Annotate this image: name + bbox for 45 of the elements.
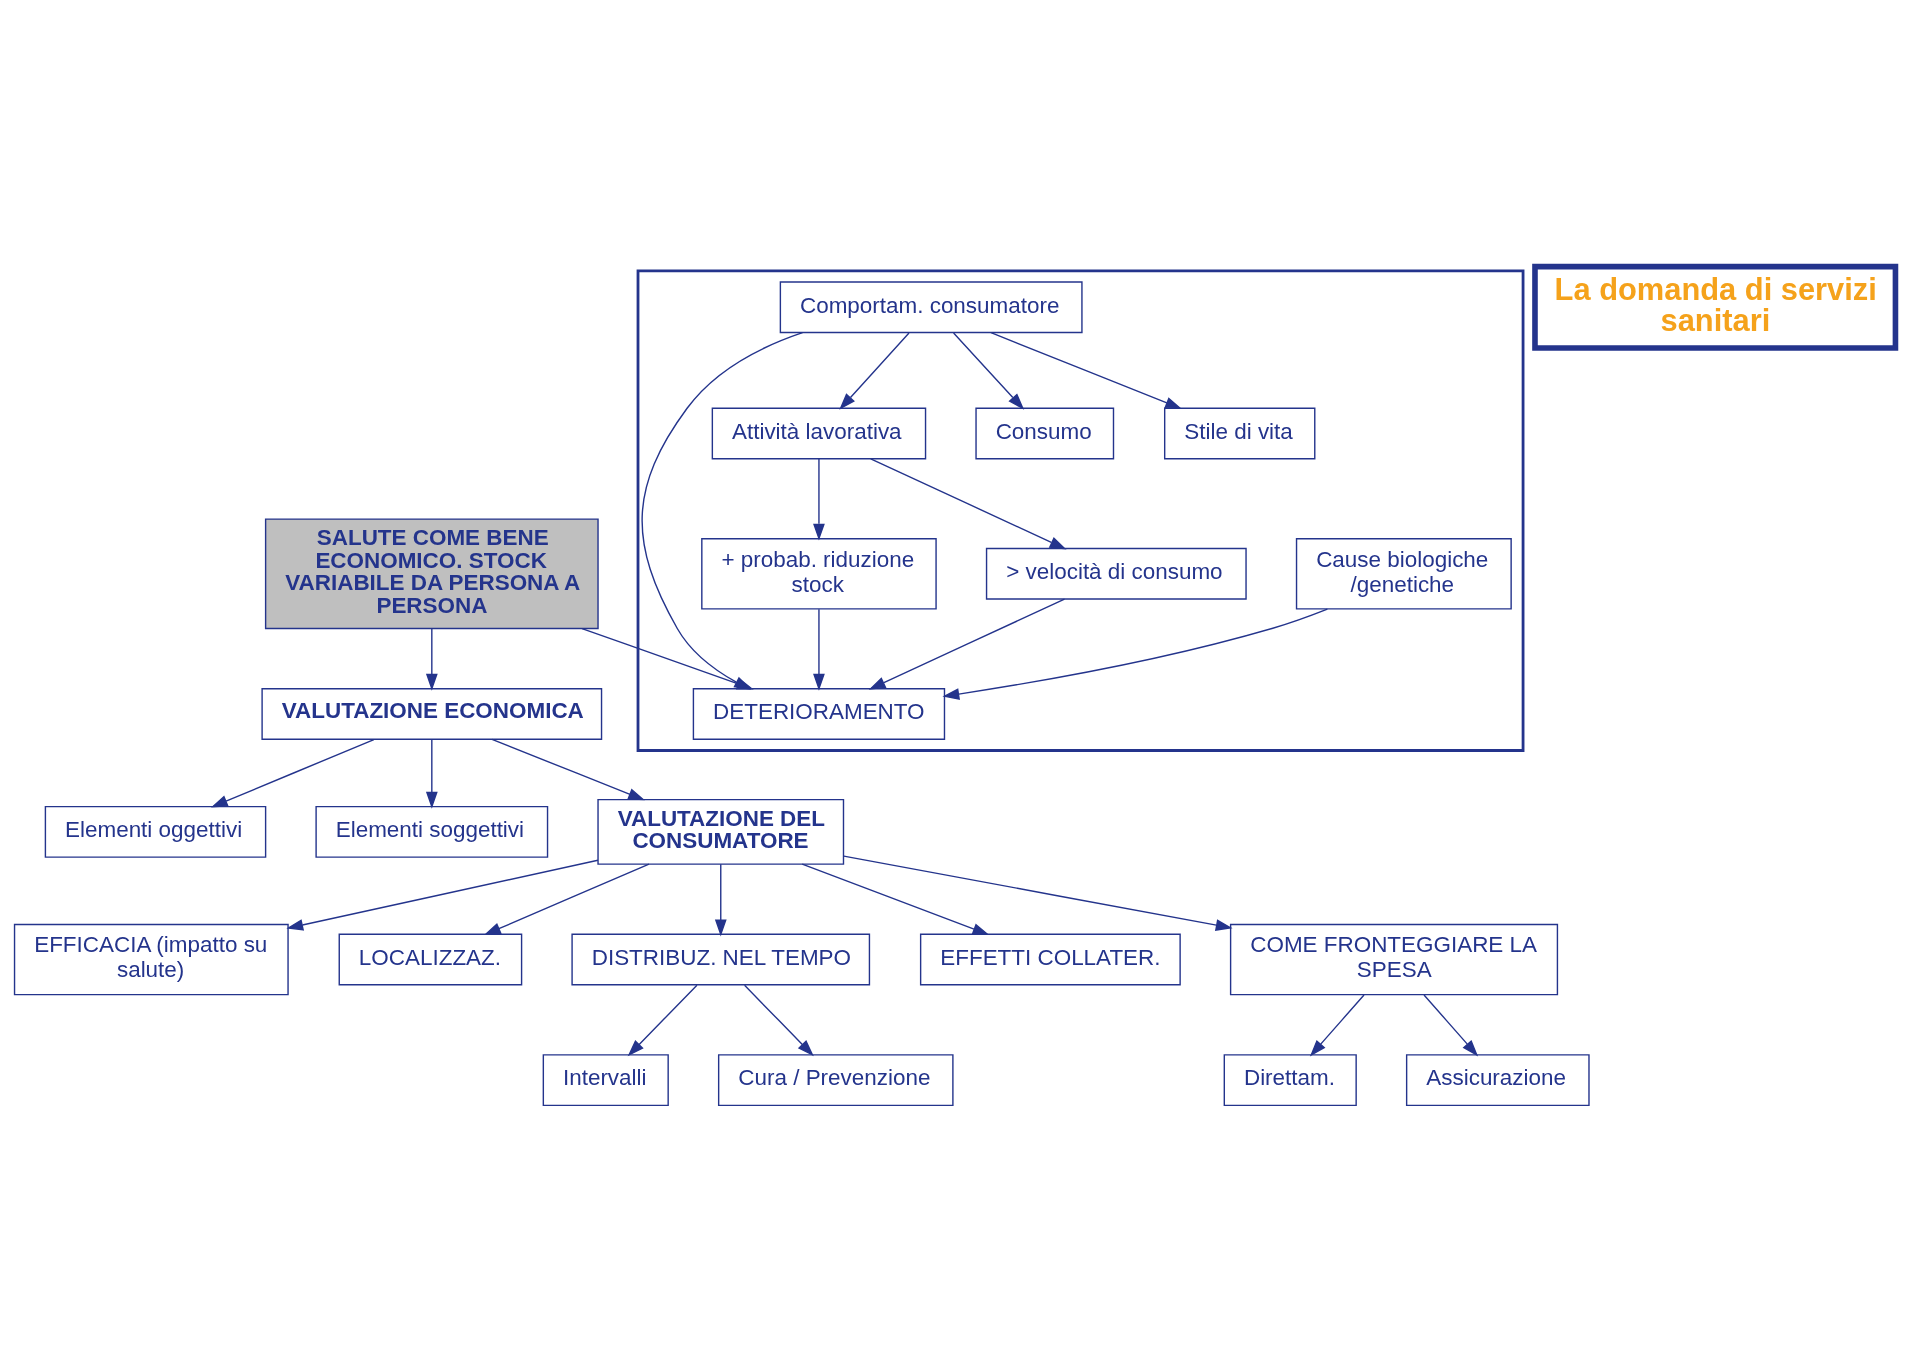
- node-box: Assicurazione: [1405, 1053, 1590, 1106]
- arrow: [210, 738, 375, 807]
- arrow: [491, 738, 645, 800]
- arrow: [743, 984, 814, 1056]
- node-box: VALUTAZIONE DEL CONSUMATORE: [597, 798, 845, 865]
- node-box: Intervalli: [542, 1053, 669, 1106]
- arrow: [627, 984, 698, 1056]
- node-box: Direttam.: [1223, 1053, 1357, 1106]
- arrow: [813, 457, 825, 541]
- node-box: Consumo: [975, 407, 1115, 459]
- arrow: [425, 738, 438, 809]
- arrow: [942, 607, 1329, 700]
- node-box: SALUTE COME BENE ECONOMICO. STOCK VARIABILE DA PERSONA A PERSONA: [264, 517, 599, 629]
- cluster: [636, 268, 1525, 752]
- arrow: [483, 862, 650, 935]
- node-box: Stile di vita: [1164, 407, 1316, 459]
- node-box: Comportam. consumatore: [779, 280, 1083, 333]
- arrow: [801, 862, 990, 935]
- arrow: [839, 331, 910, 410]
- arrow: [868, 597, 1066, 690]
- arrow: [952, 331, 1025, 410]
- node-box: Attività lavorativa: [711, 407, 927, 459]
- node-box: La domanda di servizi sanitari: [1532, 263, 1899, 351]
- node-box: Cura / Prevenzione: [717, 1053, 954, 1106]
- arrow: [870, 457, 1067, 549]
- arrow: [813, 607, 825, 691]
- node-box: EFFICACIA (impatto su salute): [13, 923, 289, 995]
- arrow: [843, 854, 1233, 931]
- arrow: [286, 859, 599, 931]
- arrow: [1423, 993, 1479, 1056]
- node-box: Cause biologiche /genetiche: [1295, 537, 1512, 610]
- node-box: COME FRONTEGGIARE LA SPESA: [1229, 923, 1559, 995]
- node-box: Elementi soggettivi: [315, 805, 549, 858]
- node-box: > velocità di consumo: [985, 547, 1247, 600]
- node-box: EFFETTI COLLATER.: [919, 933, 1181, 985]
- node-box: + probab. riduzione stock: [701, 537, 937, 610]
- node-box: DISTRIBUZ. NEL TEMPO: [571, 933, 871, 985]
- node-box: VALUTAZIONE ECONOMICA: [261, 687, 603, 740]
- node-box: Elementi oggettivi: [44, 805, 267, 858]
- arrow: [990, 331, 1182, 409]
- arrow: [425, 627, 438, 691]
- node-box: LOCALIZZAZ.: [338, 933, 523, 985]
- node-box: DETERIORAMENTO: [692, 687, 946, 740]
- arrow: [714, 862, 727, 936]
- arrow: [1309, 993, 1365, 1056]
